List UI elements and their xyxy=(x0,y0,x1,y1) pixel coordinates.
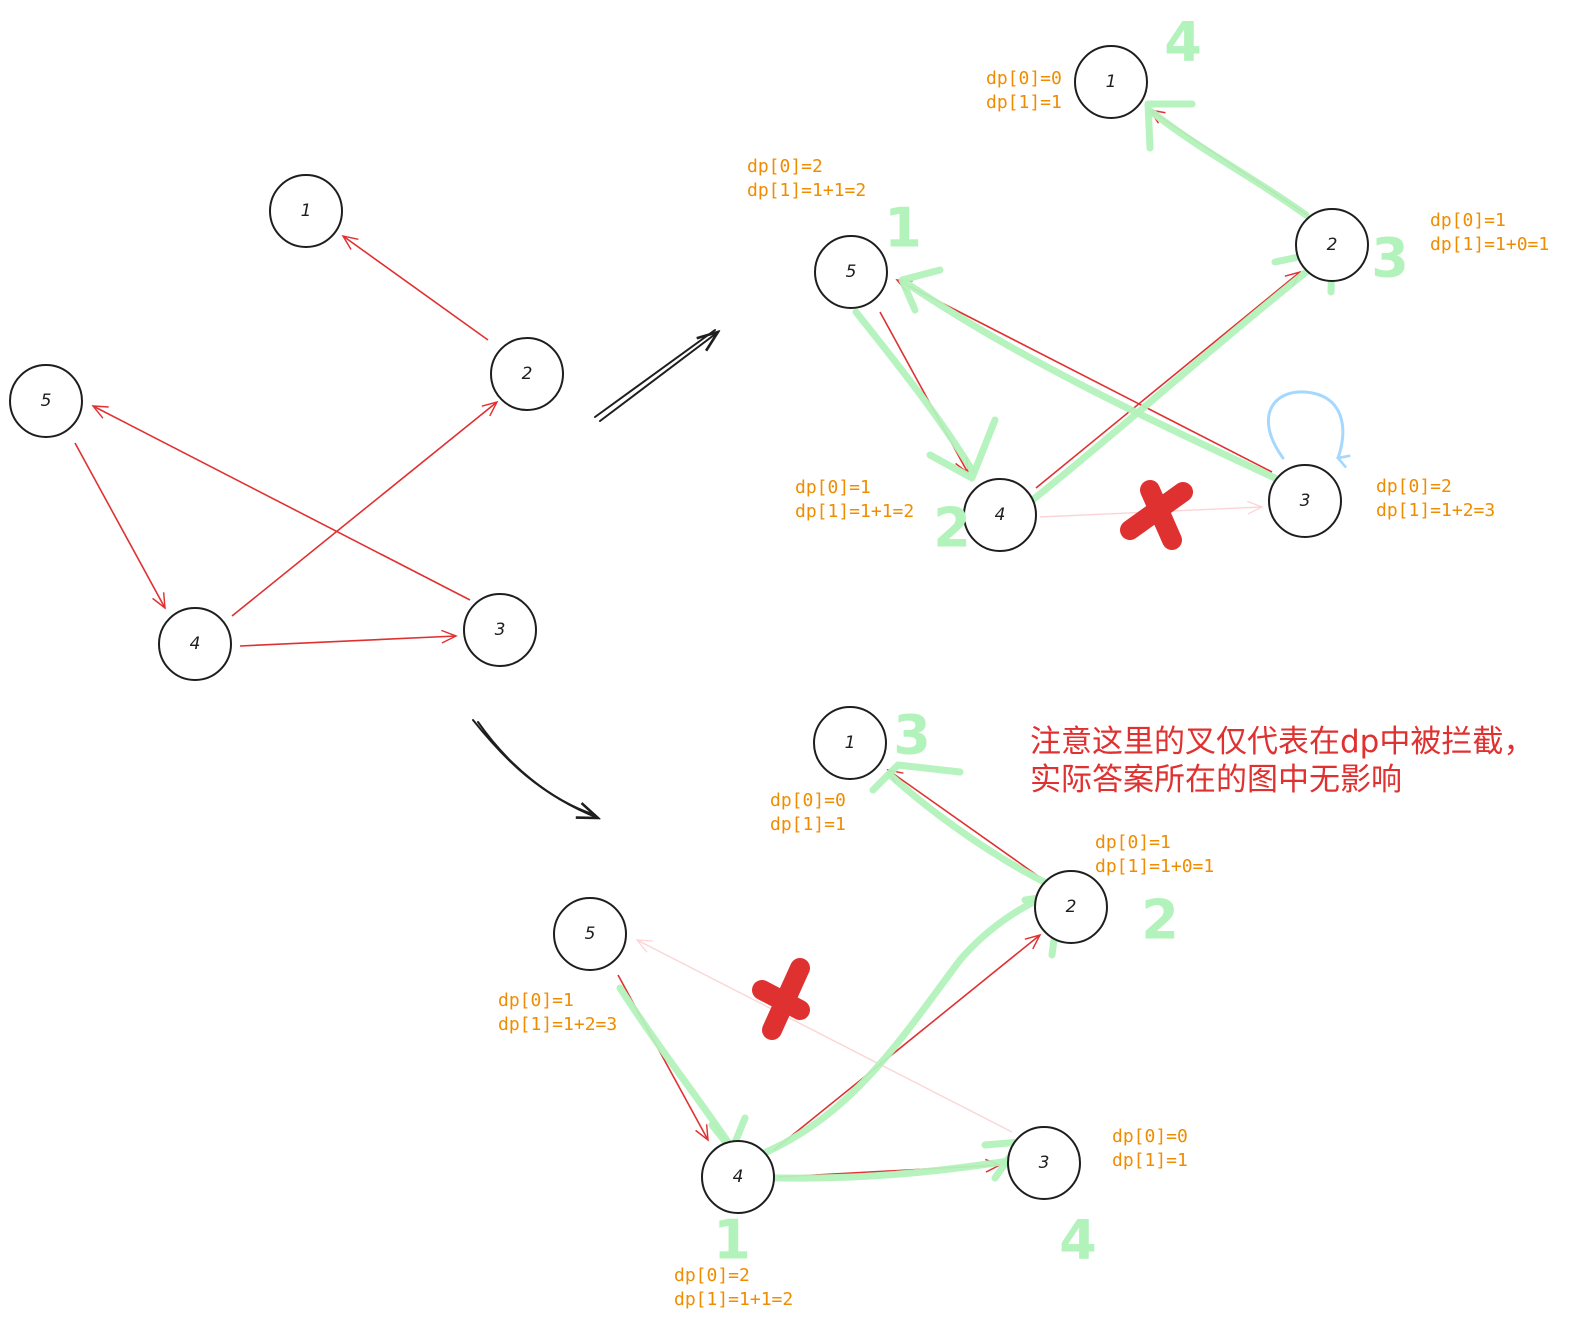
dp-label-node-4: dp[0]=1 xyxy=(795,477,871,498)
dp-label-node-4: dp[1]=1+1=2 xyxy=(674,1289,793,1310)
dp-label-node-5: dp[1]=1+2=3 xyxy=(498,1014,617,1035)
node-label: 3 xyxy=(1300,491,1311,511)
transition-arrow-to-variant-b xyxy=(472,719,598,818)
variant-b-node-5: 5 xyxy=(553,897,627,971)
cross-mark xyxy=(752,958,810,1040)
dp-label-node-1: dp[1]=1 xyxy=(986,92,1062,113)
order-label-node-1: 4 xyxy=(1164,11,1202,74)
original-node-3: 3 xyxy=(463,593,537,667)
node-label: 3 xyxy=(1039,1153,1050,1173)
node-label: 1 xyxy=(845,733,856,753)
transition-arrow-to-variant-a xyxy=(594,329,718,422)
node-label: 2 xyxy=(1066,897,1077,917)
highlight-arrowhead-5 xyxy=(898,266,944,314)
dp-label-node-3: dp[0]=0 xyxy=(1112,1126,1188,1147)
node-label: 2 xyxy=(1327,235,1338,255)
highlight-path-4-to-3 xyxy=(741,1156,1019,1182)
variant-a-node-5: 5 xyxy=(814,235,888,309)
original-node-4: 4 xyxy=(158,607,232,681)
edge-2-to-1 xyxy=(886,768,1039,877)
highlight-path-5-to-4 xyxy=(852,308,976,474)
dp-label-node-5: dp[0]=2 xyxy=(747,156,823,177)
highlight-path-2-to-1 xyxy=(1148,108,1310,219)
dp-label-node-1: dp[1]=1 xyxy=(770,814,846,835)
note-line-1: 注意这里的叉仅代表在dp中被拦截， xyxy=(1030,724,1534,760)
edge-3-to-5-blocked xyxy=(635,939,1013,1133)
dp-label-node-3: dp[0]=2 xyxy=(1376,476,1452,497)
highlight-path-3-to-5 xyxy=(901,278,1294,489)
edge-2-to-1 xyxy=(341,234,489,341)
node-label: 1 xyxy=(301,201,312,221)
variant-a-node-4: 4 xyxy=(963,478,1037,552)
variant-b-node-2: 2 xyxy=(1034,870,1108,944)
edge-4-to-3 xyxy=(239,629,458,647)
order-label-node-2: 3 xyxy=(1371,227,1409,290)
node-label: 5 xyxy=(41,391,52,411)
variant-b-node-3: 3 xyxy=(1007,1126,1081,1200)
dp-label-node-4: dp[1]=1+1=2 xyxy=(795,501,914,522)
node-label: 3 xyxy=(495,620,506,640)
edge-4-to-2 xyxy=(773,933,1042,1151)
original-node-5: 5 xyxy=(9,364,83,438)
highlight-path-4-to-2 xyxy=(1026,249,1334,506)
edge-4-to-2 xyxy=(231,400,499,617)
dp-label-node-2: dp[1]=1+0=1 xyxy=(1095,856,1214,877)
highlight-arrowhead-1 xyxy=(1144,100,1196,152)
dp-label-node-2: dp[0]=1 xyxy=(1095,832,1171,853)
order-label-node-2: 2 xyxy=(1141,889,1179,952)
original-node-1: 1 xyxy=(269,174,343,248)
highlight-arrowhead-4 xyxy=(926,416,999,482)
dp-label-node-1: dp[0]=0 xyxy=(770,790,846,811)
original-edges xyxy=(74,234,499,647)
edge-5-to-4 xyxy=(74,442,166,610)
variant-a-node-2: 2 xyxy=(1295,208,1369,282)
node-label: 1 xyxy=(1106,72,1117,92)
dp-label-node-3: dp[1]=1 xyxy=(1112,1150,1188,1171)
highlight-path-2-to-1 xyxy=(886,771,1054,889)
edge-4-to-2 xyxy=(1035,270,1302,489)
edge-3-to-5 xyxy=(895,279,1273,473)
variant-a-node-1: 1 xyxy=(1074,45,1148,119)
dp-label-node-3: dp[1]=1+2=3 xyxy=(1376,500,1495,521)
original-node-2: 2 xyxy=(490,337,564,411)
note-text: 注意这里的叉仅代表在dp中被拦截， 实际答案所在的图中无影响 xyxy=(1030,724,1534,798)
variant-b-graph: 1 2 3 4 5 dp[0]=0 dp[1]=1 dp[0]=1 dp[1]=… xyxy=(498,704,1214,1311)
node-label: 2 xyxy=(522,364,533,384)
edge-3-to-5 xyxy=(91,405,471,601)
cross-mark xyxy=(1120,480,1193,550)
dp-label-node-5: dp[0]=1 xyxy=(498,990,574,1011)
order-label-node-4: 2 xyxy=(933,497,971,560)
variant-a-node-3: 3 xyxy=(1268,464,1342,538)
dp-label-node-2: dp[0]=1 xyxy=(1430,210,1506,231)
dp-label-node-2: dp[1]=1+0=1 xyxy=(1430,234,1549,255)
self-loop-3 xyxy=(1266,390,1342,458)
node-label: 4 xyxy=(733,1167,744,1187)
order-label-node-1: 3 xyxy=(893,704,931,767)
dp-label-node-4: dp[0]=2 xyxy=(674,1265,750,1286)
variant-b-node-4: 4 xyxy=(701,1140,775,1214)
variant-a-highlights xyxy=(852,100,1336,506)
variant-b-node-1: 1 xyxy=(813,706,887,780)
highlight-path-4-to-2 xyxy=(748,889,1062,1162)
node-label: 4 xyxy=(995,505,1006,525)
note-line-2: 实际答案所在的图中无影响 xyxy=(1030,762,1402,798)
order-label-node-5: 1 xyxy=(884,197,922,260)
variant-a-graph: 1 2 3 4 5 dp[0]=0 dp[1]=1 dp[0]=1 dp[1]=… xyxy=(747,11,1549,560)
highlight-arrowhead-1 xyxy=(869,761,964,794)
order-label-node-3: 4 xyxy=(1059,1209,1097,1272)
node-label: 5 xyxy=(846,262,857,282)
order-label-node-4: 1 xyxy=(713,1209,751,1272)
node-label: 5 xyxy=(585,924,596,944)
node-label: 4 xyxy=(190,634,201,654)
dp-label-node-1: dp[0]=0 xyxy=(986,68,1062,89)
original-graph: 1 2 3 4 5 xyxy=(9,174,564,681)
dp-label-node-5: dp[1]=1+1=2 xyxy=(747,180,866,201)
